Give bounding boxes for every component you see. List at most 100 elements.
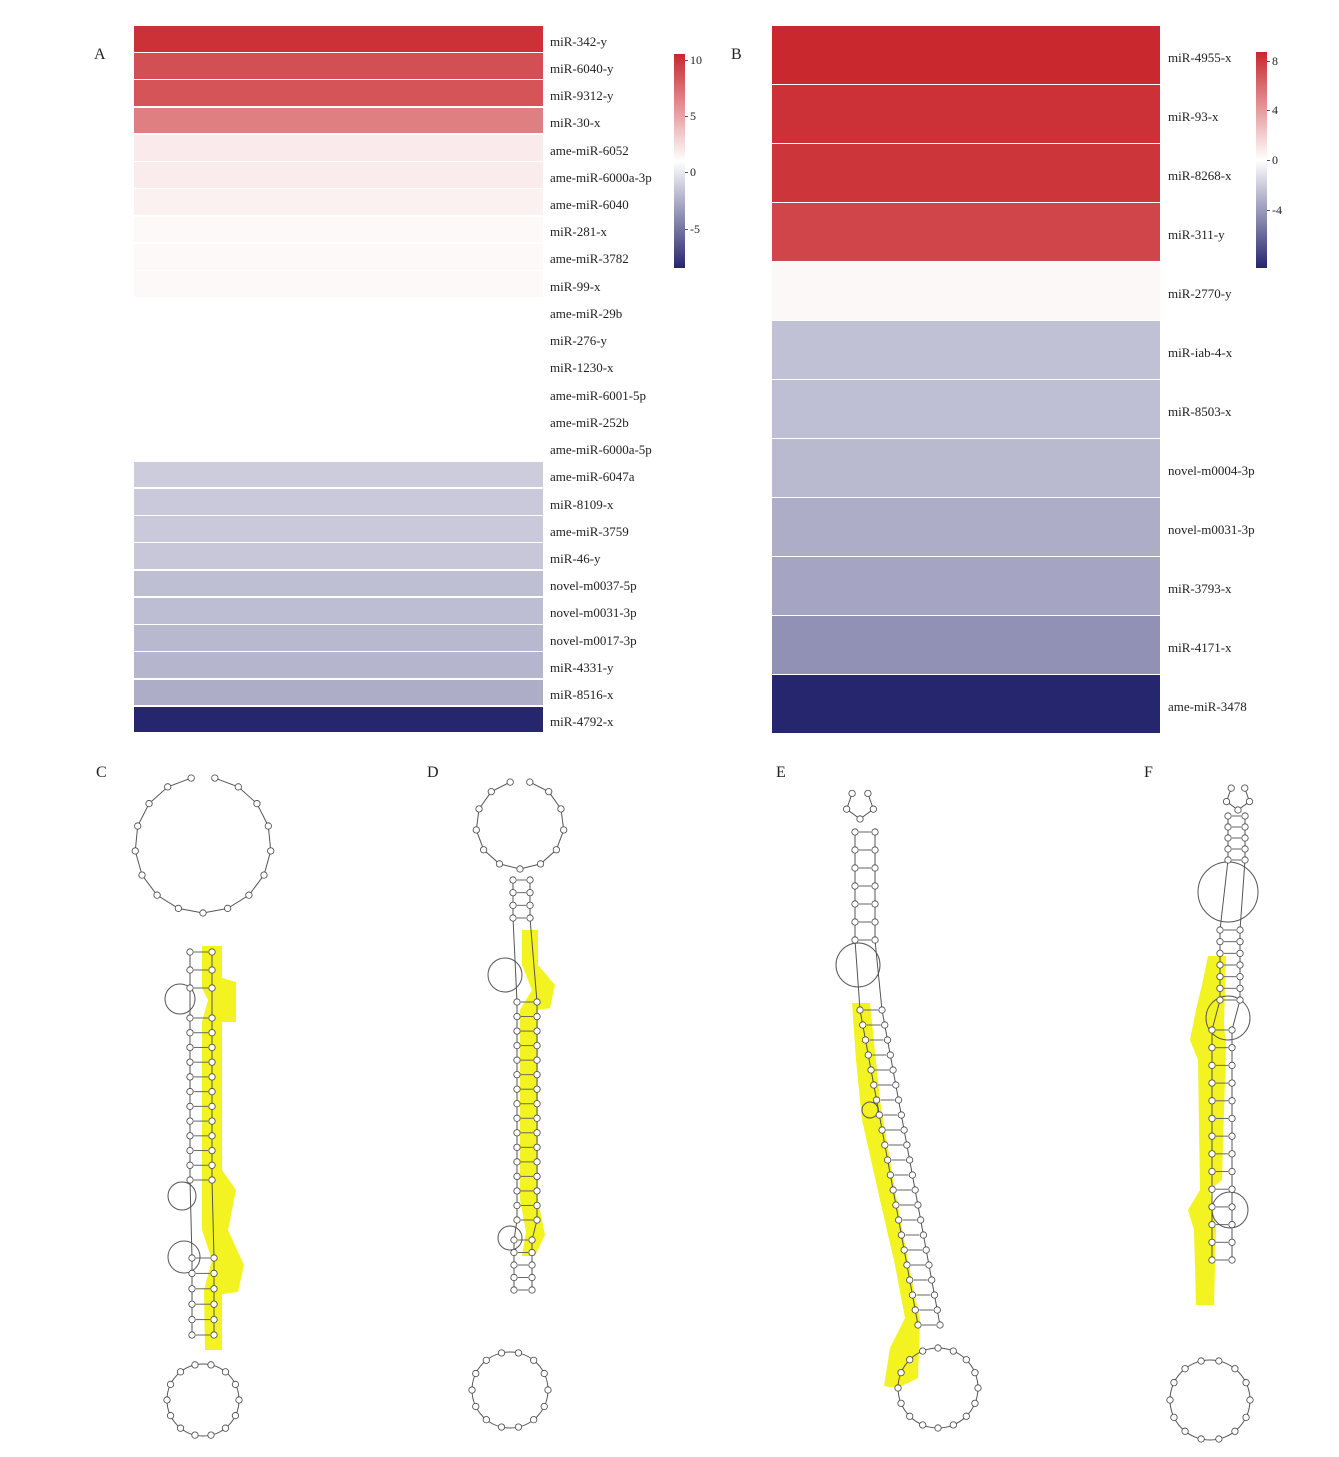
row-label: miR-1230-x: [550, 360, 614, 376]
heatmap-cell: [134, 80, 543, 107]
heatmap-cell: [772, 616, 1160, 674]
heatmap-cell: [134, 407, 543, 433]
panel-label-e: E: [776, 764, 786, 781]
hairpin-structure-c: [131, 774, 275, 1439]
legend-tick-mark: [685, 115, 688, 117]
heatmap-cell: [134, 652, 543, 679]
color-legend-a: 10 5 0 -5: [674, 52, 734, 270]
heatmap-cell: [134, 380, 543, 406]
row-label: miR-2770-y: [1168, 285, 1232, 301]
row-label: miR-3793-x: [1168, 580, 1232, 596]
panel-label-b: B: [731, 46, 742, 63]
legend-tick-mark: [685, 172, 688, 174]
row-label: miR-93-x: [1168, 108, 1219, 124]
row-label: miR-46-y: [550, 551, 601, 566]
row-label: miR-8503-x: [1168, 403, 1232, 419]
heatmap-cell: [134, 597, 543, 624]
heatmap-cell: [772, 380, 1160, 438]
panel-label-a: A: [94, 46, 106, 63]
heatmap-cell: [772, 498, 1160, 556]
row-label: miR-276-y: [550, 333, 608, 349]
heatmap-cell: [772, 262, 1160, 320]
color-legend-b: 8 4 0 -4: [1256, 52, 1316, 270]
legend-tick-mark: [1267, 60, 1270, 62]
row-label: miR-4331-y: [550, 659, 614, 675]
legend-tick-mark: [685, 59, 688, 61]
heatmap-cell: [134, 53, 543, 79]
heatmap-cell: [772, 144, 1160, 202]
row-label: miR-342-y: [550, 33, 608, 49]
hairpin-structure-d: [468, 778, 568, 1431]
legend-tick-label: -5: [690, 221, 700, 236]
row-label: miR-8268-x: [1168, 167, 1232, 183]
heatmap-cell: [134, 134, 543, 161]
row-label: miR-8516-x: [550, 687, 614, 703]
row-label: miR-9312-y: [550, 88, 614, 104]
heatmap-cell: [772, 203, 1160, 261]
row-label: miR-99-x: [550, 278, 601, 294]
row-label: ame-miR-6047a: [550, 469, 635, 485]
heatmap-cell: [134, 706, 543, 733]
row-label: miR-6040-y: [550, 60, 614, 76]
legend-tick-label: 0: [690, 165, 696, 180]
row-label: miR-311-y: [1168, 226, 1225, 242]
row-label: novel-m0017-3p: [550, 632, 637, 648]
legend-gradient: [674, 54, 685, 268]
heatmap-cell: [134, 243, 543, 270]
row-label: ame-miR-6000a-3p: [550, 169, 652, 185]
heatmap-cell: [772, 675, 1160, 733]
legend-tick-label: 8: [1272, 53, 1278, 68]
heatmap-cell: [134, 570, 543, 597]
heatmap-cell: [772, 439, 1160, 497]
row-label: ame-miR-6000a-5p: [550, 442, 652, 458]
legend-tick-label: 5: [690, 108, 696, 123]
legend-gradient: [1256, 52, 1267, 268]
heatmap-cell: [134, 543, 543, 570]
row-label: miR-4792-x: [550, 714, 614, 730]
heatmap-cell: [134, 216, 543, 243]
panel-label-f: F: [1144, 764, 1153, 781]
rna-structures: [131, 774, 1259, 1443]
row-label: ame-miR-6052: [550, 142, 629, 158]
legend-tick-label: 0: [1272, 153, 1278, 167]
heatmap-cell: [134, 162, 543, 188]
heatmap-cell: [134, 271, 543, 297]
heatmap-cell: [134, 679, 543, 706]
legend-tick-label: 4: [1272, 103, 1278, 118]
heatmap-cell: [134, 107, 543, 134]
row-label: novel-m0004-3p: [1168, 462, 1255, 478]
row-label: miR-iab-4-x: [1168, 344, 1233, 360]
heatmap-cell: [134, 26, 543, 52]
heatmap-cell: [134, 625, 543, 651]
row-label: ame-miR-3759: [550, 523, 629, 539]
row-label: miR-8109-x: [550, 496, 614, 512]
hairpin-structure-f: [1166, 784, 1259, 1443]
row-label: miR-4955-x: [1168, 49, 1232, 65]
row-label: miR-4171-x: [1168, 639, 1232, 655]
heatmap-cell: [134, 298, 543, 325]
row-label: novel-m0031-3p: [550, 605, 637, 621]
row-label: ame-miR-3478: [1168, 698, 1247, 714]
heatmap-cell: [134, 325, 543, 352]
hairpin-structure-e: [835, 789, 982, 1432]
heatmap-cell: [772, 26, 1160, 84]
legend-tick-label: 10: [690, 52, 702, 67]
legend-tick-label: -4: [1272, 202, 1282, 217]
legend-tick-mark: [1267, 160, 1270, 161]
heatmap-cell: [134, 189, 543, 216]
row-label: ame-miR-3782: [550, 251, 629, 267]
heatmap-cell: [772, 85, 1160, 143]
heatmap-cell: [134, 488, 543, 515]
row-label: ame-miR-29b: [550, 305, 623, 321]
heatmap-cell: [134, 461, 543, 488]
row-label: novel-m0031-3p: [1168, 521, 1255, 537]
legend-tick-mark: [1267, 209, 1270, 211]
panel-label-c: C: [96, 764, 107, 781]
panel-label-d: D: [427, 764, 439, 781]
heatmap-cell: [134, 516, 543, 542]
heatmap-cell: [772, 557, 1160, 615]
legend-tick-mark: [1267, 110, 1270, 112]
row-label: novel-m0037-5p: [550, 578, 637, 594]
heatmap-cell: [772, 321, 1160, 379]
row-label: miR-30-x: [550, 115, 601, 131]
